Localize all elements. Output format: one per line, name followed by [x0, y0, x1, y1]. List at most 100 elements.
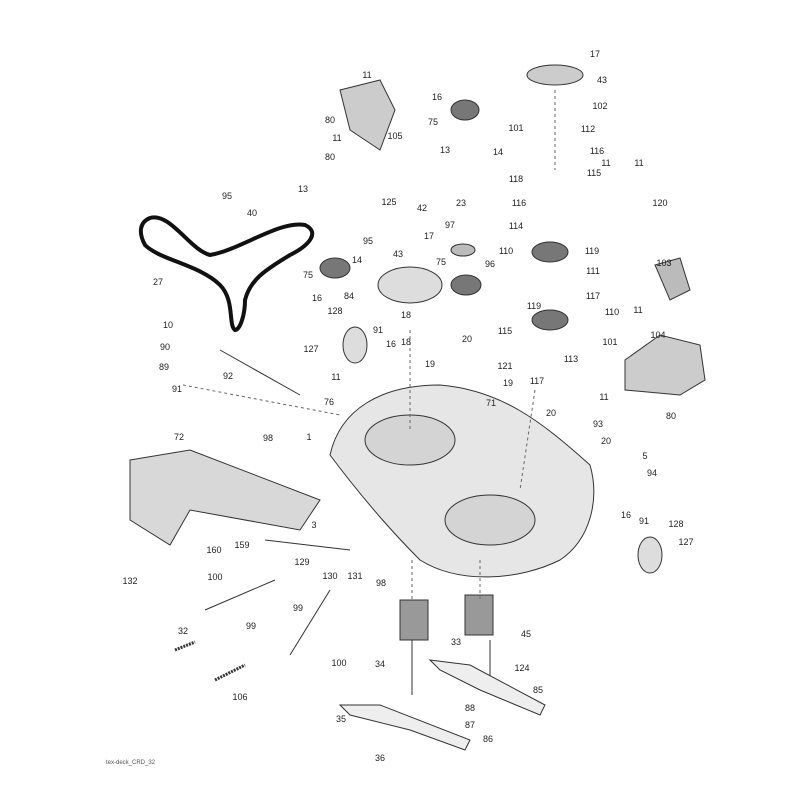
- part-label-35[interactable]: 35: [335, 714, 347, 724]
- part-label-19[interactable]: 19: [424, 359, 436, 369]
- part-label-91[interactable]: 91: [638, 516, 650, 526]
- part-label-115[interactable]: 115: [497, 326, 513, 336]
- part-label-99[interactable]: 99: [292, 603, 304, 613]
- part-label-119[interactable]: 119: [584, 246, 600, 256]
- part-label-92[interactable]: 92: [222, 371, 234, 381]
- part-label-86[interactable]: 86: [482, 734, 494, 744]
- part-label-115[interactable]: 115: [586, 168, 602, 178]
- part-label-20[interactable]: 20: [461, 334, 473, 344]
- part-label-104[interactable]: 104: [650, 330, 666, 340]
- part-label-95[interactable]: 95: [221, 191, 233, 201]
- part-label-75[interactable]: 75: [435, 257, 447, 267]
- part-label-27[interactable]: 27: [152, 277, 164, 287]
- part-label-99[interactable]: 99: [245, 621, 257, 631]
- part-label-11[interactable]: 11: [362, 70, 372, 80]
- part-label-105[interactable]: 105: [387, 131, 403, 141]
- part-label-131[interactable]: 131: [347, 571, 363, 581]
- part-label-98[interactable]: 98: [262, 433, 274, 443]
- part-label-80[interactable]: 80: [324, 115, 336, 125]
- part-label-119[interactable]: 119: [526, 301, 542, 311]
- part-label-13[interactable]: 13: [439, 145, 451, 155]
- part-label-127[interactable]: 127: [303, 344, 319, 354]
- part-label-18[interactable]: 18: [400, 310, 412, 320]
- part-label-98[interactable]: 98: [375, 578, 387, 588]
- part-label-11[interactable]: 11: [634, 158, 644, 168]
- part-label-128[interactable]: 128: [327, 306, 343, 316]
- part-label-5[interactable]: 5: [642, 451, 648, 461]
- part-label-95[interactable]: 95: [362, 236, 374, 246]
- part-label-45[interactable]: 45: [520, 629, 532, 639]
- part-label-94[interactable]: 94: [646, 468, 658, 478]
- part-label-16[interactable]: 16: [385, 339, 397, 349]
- part-label-1[interactable]: 1: [306, 432, 312, 442]
- part-label-106[interactable]: 106: [232, 692, 248, 702]
- part-label-125[interactable]: 125: [381, 197, 397, 207]
- part-label-129[interactable]: 129: [294, 557, 310, 567]
- part-label-84[interactable]: 84: [343, 291, 355, 301]
- part-label-121[interactable]: 121: [497, 361, 513, 371]
- part-label-16[interactable]: 16: [311, 293, 323, 303]
- part-label-88[interactable]: 88: [464, 703, 476, 713]
- part-label-34[interactable]: 34: [374, 659, 386, 669]
- part-label-100[interactable]: 100: [331, 658, 347, 668]
- part-label-17[interactable]: 17: [589, 49, 601, 59]
- part-label-91[interactable]: 91: [372, 325, 384, 335]
- part-label-80[interactable]: 80: [665, 411, 677, 421]
- part-label-11[interactable]: 11: [633, 305, 643, 315]
- part-label-32[interactable]: 32: [177, 626, 189, 636]
- part-label-20[interactable]: 20: [600, 436, 612, 446]
- part-label-14[interactable]: 14: [351, 255, 363, 265]
- part-label-97[interactable]: 97: [444, 220, 456, 230]
- part-label-16[interactable]: 16: [620, 510, 632, 520]
- part-label-42[interactable]: 42: [416, 203, 428, 213]
- part-label-159[interactable]: 159: [234, 540, 250, 550]
- part-label-17[interactable]: 17: [423, 231, 435, 241]
- part-label-3[interactable]: 3: [311, 520, 317, 530]
- part-label-110[interactable]: 110: [498, 246, 514, 256]
- part-label-111[interactable]: 111: [586, 266, 600, 276]
- part-label-102[interactable]: 102: [592, 101, 608, 111]
- part-label-110[interactable]: 110: [604, 307, 620, 317]
- part-label-130[interactable]: 130: [322, 571, 338, 581]
- part-label-103[interactable]: 103: [656, 258, 672, 268]
- part-label-40[interactable]: 40: [246, 208, 258, 218]
- part-label-14[interactable]: 14: [492, 147, 504, 157]
- part-label-19[interactable]: 19: [502, 378, 514, 388]
- part-label-23[interactable]: 23: [455, 198, 467, 208]
- part-label-90[interactable]: 90: [159, 342, 171, 352]
- part-label-43[interactable]: 43: [392, 249, 404, 259]
- part-label-75[interactable]: 75: [302, 270, 314, 280]
- part-label-112[interactable]: 112: [580, 124, 596, 134]
- part-label-160[interactable]: 160: [206, 545, 222, 555]
- part-label-33[interactable]: 33: [450, 637, 462, 647]
- part-label-96[interactable]: 96: [484, 259, 496, 269]
- part-label-11[interactable]: 11: [599, 392, 609, 402]
- part-label-80[interactable]: 80: [324, 152, 336, 162]
- part-label-113[interactable]: 113: [563, 354, 579, 364]
- part-label-101[interactable]: 101: [508, 123, 524, 133]
- part-label-71[interactable]: 71: [485, 398, 497, 408]
- part-label-76[interactable]: 76: [323, 397, 335, 407]
- part-label-120[interactable]: 120: [652, 198, 668, 208]
- part-label-72[interactable]: 72: [173, 432, 185, 442]
- part-label-75[interactable]: 75: [427, 117, 439, 127]
- part-label-114[interactable]: 114: [508, 221, 524, 231]
- part-label-16[interactable]: 16: [431, 92, 443, 102]
- part-label-91[interactable]: 91: [171, 384, 183, 394]
- part-label-132[interactable]: 132: [122, 576, 138, 586]
- part-label-100[interactable]: 100: [207, 572, 223, 582]
- part-label-117[interactable]: 117: [529, 376, 545, 386]
- part-label-85[interactable]: 85: [532, 685, 544, 695]
- part-label-89[interactable]: 89: [158, 362, 170, 372]
- part-label-11[interactable]: 11: [601, 158, 611, 168]
- part-label-118[interactable]: 118: [508, 174, 524, 184]
- part-label-101[interactable]: 101: [602, 337, 618, 347]
- part-label-13[interactable]: 13: [297, 184, 309, 194]
- part-label-11[interactable]: 11: [332, 133, 342, 143]
- part-label-116[interactable]: 116: [589, 146, 605, 156]
- part-label-93[interactable]: 93: [592, 419, 604, 429]
- part-label-128[interactable]: 128: [668, 519, 684, 529]
- part-label-116[interactable]: 116: [511, 198, 527, 208]
- part-label-11[interactable]: 11: [331, 372, 341, 382]
- part-label-117[interactable]: 117: [585, 291, 601, 301]
